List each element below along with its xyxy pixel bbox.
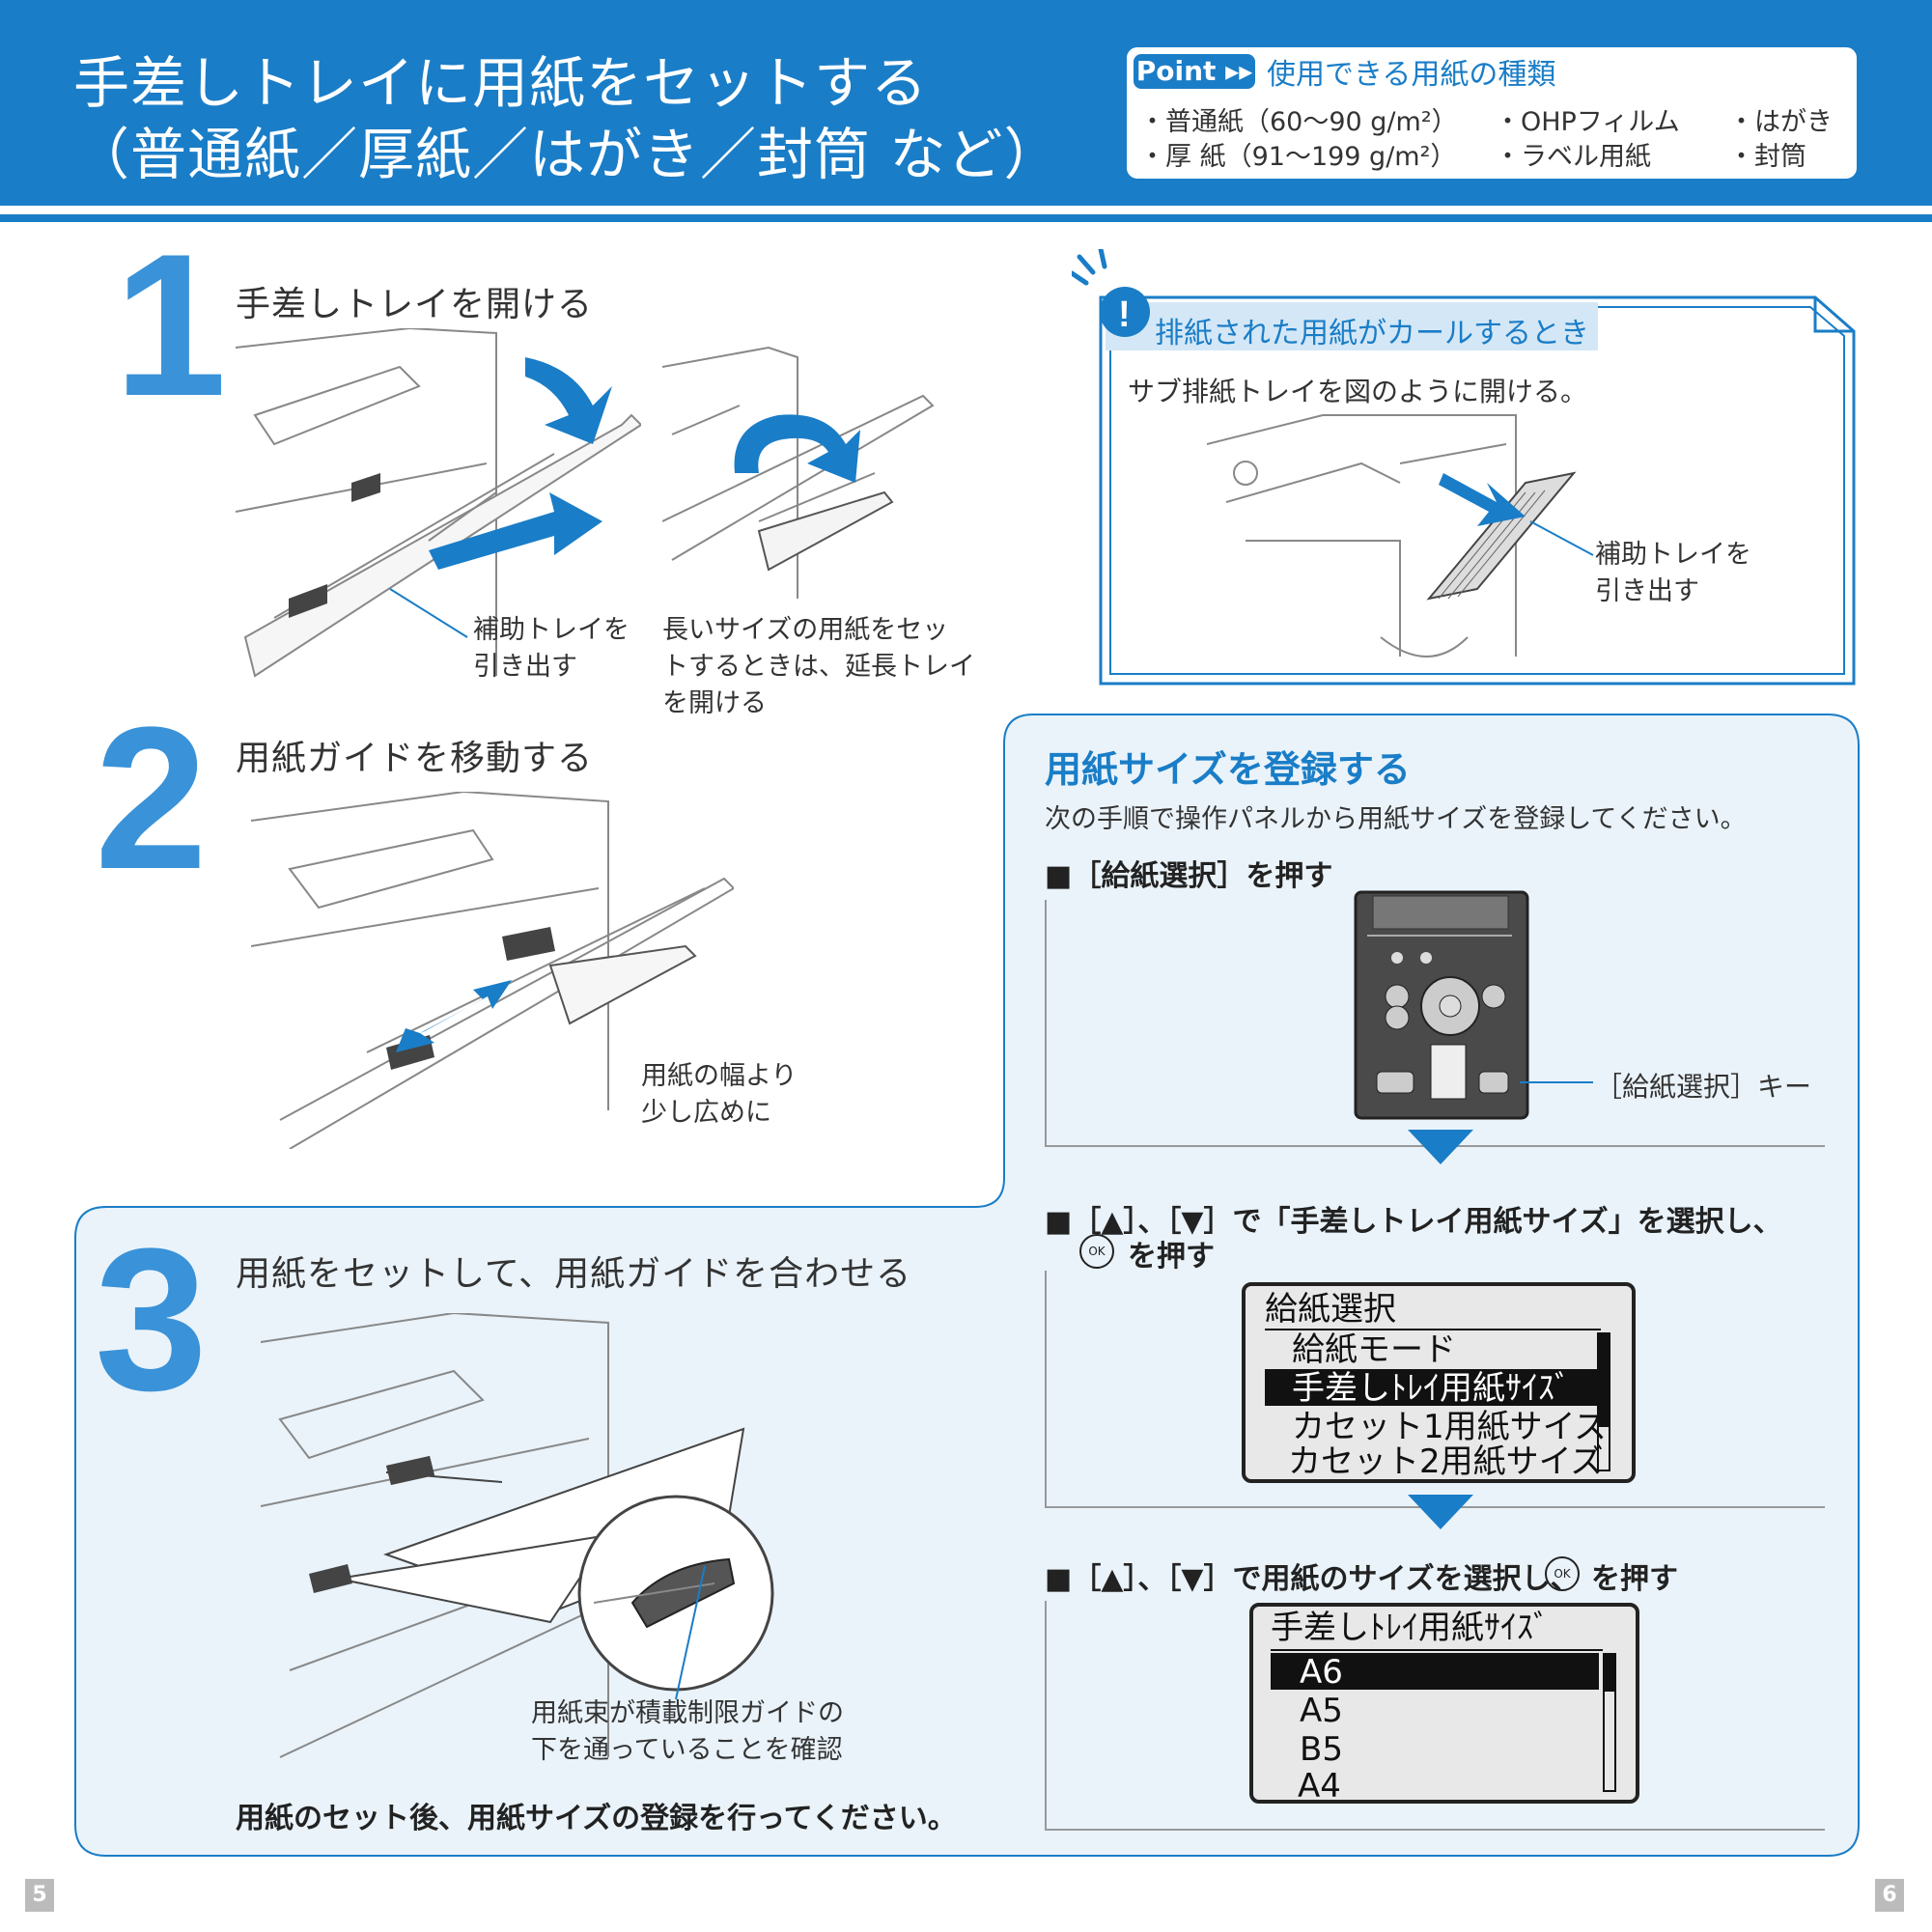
register-step-c-line2: を押す [1591,1562,1678,1596]
header-divider [0,214,1932,222]
flow-arrow [1408,1495,1473,1529]
svg-text:!: ! [1118,294,1131,335]
register-intro: 次の手順で操作パネルから用紙サイズを登録してください。 [1045,804,1747,834]
step2-title: 用紙ガイドを移動する [236,739,594,778]
curl-text: サブ排紙トレイを図のように開ける。 [1128,376,1588,407]
step1-caption-b-line2: トするときは、延長トレイ [662,652,975,682]
printer-open-tray-illustration [236,328,641,678]
lcd2-row: A5 [1300,1692,1343,1730]
lcd1-header: 給紙選択 [1265,1290,1396,1329]
step1-caption-b-line3: を開ける [662,688,767,718]
step2-caption-line2: 少し広めに [641,1098,771,1128]
curl-title: 排紙された用紙がカールするとき [1155,317,1589,350]
extension-tray-illustration [662,346,935,599]
register-step-b-line2: を押す [1128,1240,1215,1274]
register-step-b-line1: ■［▲］、［▼］で「手差しトレイ用紙サイズ」を選択し、 [1045,1205,1782,1239]
point-title: 使用できる用紙の種類 [1267,58,1556,92]
ok-button-icon: OK [1545,1556,1580,1591]
step3-note: 用紙のセット後、用紙サイズの登録を行ってください。 [236,1802,957,1835]
lcd2-scrollbar [1603,1653,1616,1792]
step3-caption-line1: 用紙束が積載制限ガイドの [531,1698,844,1728]
point-item: ・厚 紙（91〜199 g/m²） [1139,142,1457,172]
point-badge: Point ▸▸ [1134,54,1255,89]
step1-caption-a-line2: 引き出す [473,652,577,682]
point-item: ・封筒 [1728,142,1806,172]
bracket-line [1045,1601,1047,1831]
step1-caption-b-line1: 長いサイズの用紙をセッ [662,615,949,645]
point-item: ・はがき [1728,107,1833,137]
register-title: 用紙サイズを登録する [1045,748,1411,791]
step-number: 2 [95,685,208,911]
step2-caption-line1: 用紙の幅より [641,1061,798,1091]
step3-caption-line2: 下を通っていることを確認 [531,1735,843,1765]
control-panel-illustration [1354,890,1529,1120]
bracket-line [1045,900,1047,1147]
page-number-right: 6 [1875,1879,1904,1912]
lcd1-row: カセット2用紙サイズ [1288,1442,1604,1481]
set-paper-illustration [261,1313,774,1758]
step-number: 3 [95,1206,208,1433]
lcd2-row: A4 [1298,1767,1341,1806]
bracket-line [1045,1271,1047,1508]
bracket-line [1045,1829,1825,1831]
point-item: ・OHPフィルム [1495,107,1680,137]
key-leader-line [1520,1081,1593,1083]
register-step-a: ■［給紙選択］を押す [1045,859,1333,893]
lcd2-header: 手差しﾄﾚｲ用紙ｻｲｽﾞ [1271,1609,1550,1647]
lcd2-scroll-thumb [1605,1655,1614,1692]
lcd2-selection-highlight [1271,1653,1599,1690]
point-item: ・ラベル用紙 [1495,142,1651,172]
step3-title: 用紙をセットして、用紙ガイドを合わせる [236,1254,912,1294]
step1-caption-a-line1: 補助トレイを [473,615,630,645]
page-number-left: 5 [25,1879,54,1912]
sub-output-tray-illustration [1207,414,1594,658]
key-label: ［給紙選択］キー [1595,1071,1812,1103]
page-title-line1: 手差しトレイに用紙をセットする [73,50,929,116]
step1-title: 手差しトレイを開ける [236,285,594,324]
ok-button-icon: OK [1079,1234,1114,1269]
lcd2-row-selected: A6 [1300,1653,1343,1692]
step-number: 1 [114,211,227,438]
lcd1-scrollbar [1597,1332,1610,1471]
lcd1-scroll-thumb [1599,1334,1609,1427]
lcd2-row: B5 [1300,1730,1343,1769]
paper-guide-illustration [251,792,734,1149]
flow-arrow [1408,1130,1473,1164]
point-item: ・普通紙（60〜90 g/m²） [1139,107,1458,137]
lcd1-row: カセット1用紙サイズ [1292,1408,1608,1446]
lcd1-header-underline [1265,1329,1601,1330]
curl-caption-line1: 補助トレイを [1595,540,1751,570]
register-step-c-line1: ■［▲］、［▼］で用紙のサイズを選択し、 [1045,1562,1580,1596]
lcd1-selection-highlight [1265,1369,1597,1406]
page-title-line2: （普通紙／厚紙／はがき／封筒 など） [73,122,1061,187]
lcd2-header-underline [1271,1649,1603,1651]
lcd1-row-selected: 手差しﾄﾚｲ用紙ｻｲｽﾞ [1292,1369,1571,1408]
lcd-screen-2 [1249,1603,1639,1804]
lcd1-row: 給紙モード [1292,1330,1456,1369]
curl-caption-line2: 引き出す [1595,576,1699,606]
curl-tip-frame: ! [1072,249,1856,686]
